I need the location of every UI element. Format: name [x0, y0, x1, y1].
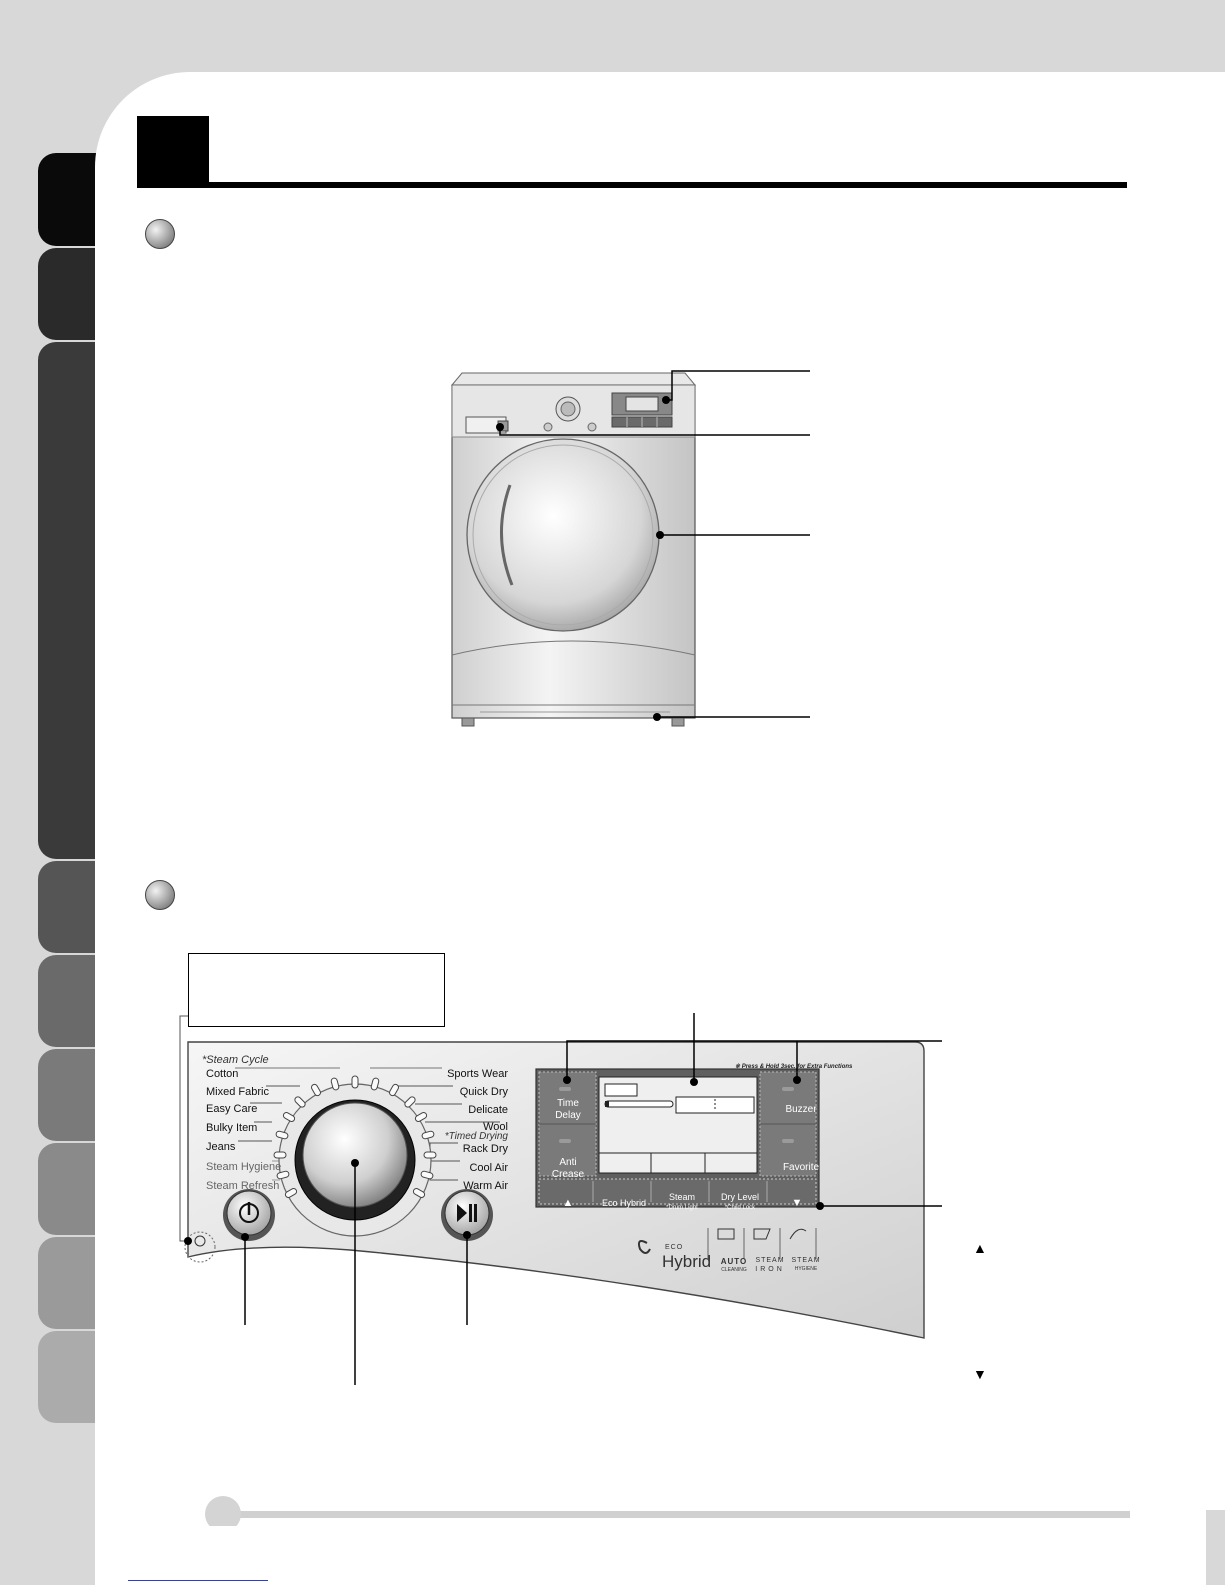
program-sports-wear[interactable]: Sports Wear — [447, 1068, 508, 1080]
steam-iron-bottom: IRON — [755, 1266, 785, 1273]
down-button[interactable]: ▼ — [791, 1197, 803, 1209]
manual-page — [95, 72, 1225, 1585]
section-title-rule — [137, 182, 1127, 188]
program-steam-hygiene[interactable]: Steam Hygiene — [206, 1161, 282, 1173]
program-wool[interactable]: Wool — [483, 1121, 508, 1133]
program-steam-refresh[interactable]: Steam Refresh — [206, 1180, 280, 1192]
eco-hybrid-button[interactable]: Eco Hybrid — [601, 1198, 646, 1208]
section-title-block — [137, 116, 209, 186]
extra-functions-note: ※ Press & Hold 3sec. for Extra Functions — [735, 1064, 853, 1070]
hybrid-logo: Hybrid — [662, 1252, 712, 1271]
dryer-illustration — [450, 370, 810, 727]
program-cool-air[interactable]: Cool Air — [469, 1162, 508, 1174]
up-button[interactable]: ▲ — [562, 1197, 574, 1209]
program-mixed-fabric[interactable]: Mixed Fabric — [206, 1086, 269, 1098]
steam-cycle-heading: *Steam Cycle — [202, 1054, 269, 1066]
section-bullet-1 — [145, 219, 175, 249]
footer-rule — [222, 1511, 1130, 1518]
steam-iron-top: STEAM — [755, 1257, 785, 1264]
program-jeans[interactable]: Jeans — [206, 1141, 236, 1153]
steam-button[interactable]: Steam — [668, 1192, 695, 1202]
up-arrow-icon: ▲ — [973, 1240, 987, 1256]
footer-strip-right — [1206, 1510, 1225, 1585]
dry-level-button[interactable]: Dry Level — [720, 1192, 759, 1202]
favorite-button[interactable]: Favorite — [782, 1162, 820, 1173]
time-delay-button[interactable]: Time Delay — [555, 1098, 581, 1121]
anti-crease-button[interactable]: Anti Crease — [551, 1157, 585, 1180]
hyperlink-underline[interactable] — [128, 1580, 268, 1581]
timed-drying-heading: *Timed Drying — [444, 1131, 508, 1142]
footer-area — [183, 1526, 1225, 1585]
auto-cleaning-top: AUTO — [720, 1257, 748, 1266]
program-quick-dry[interactable]: Quick Dry — [459, 1086, 508, 1098]
section-bullet-2 — [145, 880, 175, 910]
eco-label: ECO — [665, 1244, 684, 1251]
program-cotton[interactable]: Cotton — [206, 1068, 239, 1080]
steam-hygiene-bottom: HYGIENE — [794, 1266, 818, 1272]
buzzer-button[interactable]: Buzzer — [785, 1104, 817, 1115]
steam-button-sub: *Drum Light — [666, 1205, 698, 1211]
steam-hygiene-top: STEAM — [791, 1257, 821, 1264]
program-warm-air[interactable]: Warm Air — [463, 1180, 508, 1192]
program-bulky-item[interactable]: Bulky Item — [206, 1122, 258, 1134]
program-delicate[interactable]: Delicate — [468, 1104, 508, 1116]
note-box — [188, 953, 445, 1027]
program-rack-dry[interactable]: Rack Dry — [462, 1143, 508, 1155]
dry-level-button-sub: *Child Lock — [724, 1205, 756, 1211]
program-easy-care[interactable]: Easy Care — [206, 1103, 258, 1115]
control-panel — [179, 1013, 942, 1385]
auto-cleaning-bottom: CLEANING — [721, 1267, 747, 1273]
down-arrow-icon: ▼ — [973, 1366, 987, 1382]
